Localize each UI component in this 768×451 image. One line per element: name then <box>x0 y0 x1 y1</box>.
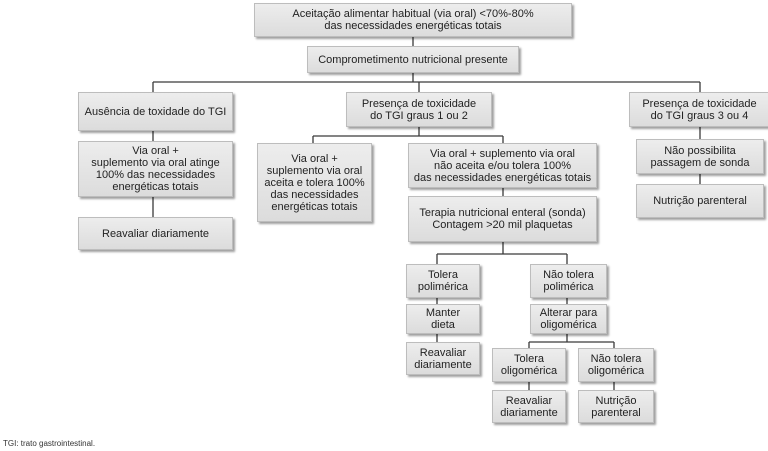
node-presenca-toxicidade-graus-1-2: Presença de toxicidade do TGI graus 1 ou… <box>346 92 492 127</box>
node-reavaliar-diariamente-left: Reavaliar diariamente <box>78 217 233 250</box>
node-nao-tolera-polimerica: Não tolera polimérica <box>530 264 607 298</box>
node-nao-possibilita-sonda: Não possibilita passagem de sonda <box>636 139 764 174</box>
node-nutricao-parenteral-bottom: Nutrição parenteral <box>578 390 654 423</box>
node-comprometimento-nutricional: Comprometimento nutricional presente <box>307 46 519 73</box>
node-tolera-oligomerica: Tolera oligomérica <box>492 348 566 382</box>
node-reavaliar-polimerica: Reavaliar diariamente <box>406 342 480 375</box>
node-ausencia-toxidade: Ausência de toxidade do TGI <box>78 92 233 131</box>
node-manter-dieta: Manter dieta <box>406 304 480 334</box>
footnote: TGI: trato gastrointestinal. <box>3 439 96 448</box>
node-alterar-para-oligomerica: Alterar para oligomérica <box>530 304 607 334</box>
node-nao-tolera-oligomerica: Não tolera oligomérica <box>578 348 654 382</box>
node-via-oral-nao-aceita: Via oral + suplemento via oral não aceit… <box>408 143 597 188</box>
node-terapia-nutricional-enteral: Terapia nutricional enteral (sonda) Cont… <box>408 196 597 242</box>
node-aceitacao-alimentar: Aceitação alimentar habitual (via oral) … <box>254 3 572 37</box>
node-via-oral-aceita-tolera: Via oral + suplemento via oral aceita e … <box>257 143 372 222</box>
node-via-oral-atinge-100: Via oral + suplemento via oral atinge 10… <box>78 141 233 197</box>
node-reavaliar-oligomerica: Reavaliar diariamente <box>492 390 566 423</box>
node-nutricao-parenteral-right: Nutrição parenteral <box>636 184 764 218</box>
node-tolera-polimerica: Tolera polimérica <box>406 264 480 298</box>
node-presenca-toxicidade-graus-3-4: Presença de toxicidade do TGI graus 3 ou… <box>629 92 768 127</box>
